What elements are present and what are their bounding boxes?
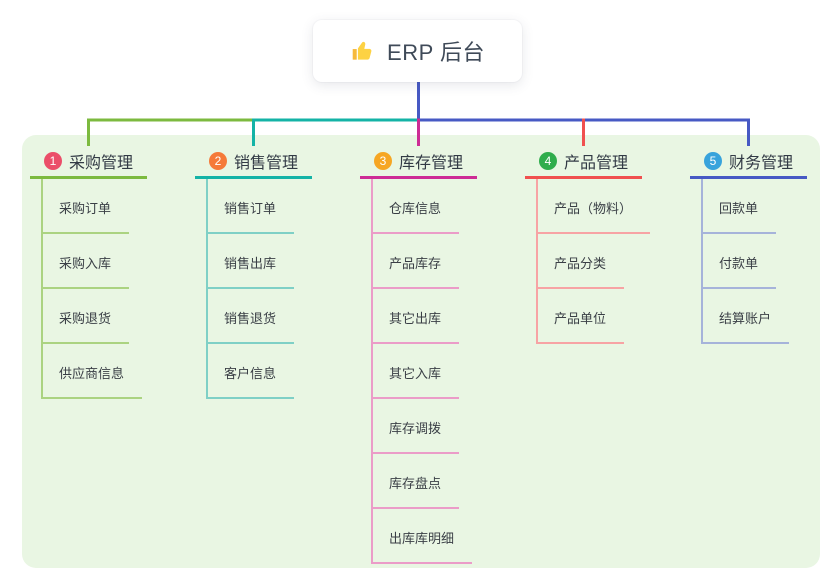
branch-children: 回款单付款单结算账户 (701, 179, 790, 344)
child-node[interactable]: 回款单 (703, 179, 789, 234)
child-node-label: 库存调拨 (373, 418, 460, 454)
child-node[interactable]: 库存调拨 (373, 399, 472, 454)
thumbs-up-icon (350, 38, 376, 64)
child-node[interactable]: 产品库存 (373, 234, 472, 289)
branch-column: 3 库存管理仓库信息产品库存其它出库其它入库库存调拨库存盘点出库库明细 (360, 148, 477, 564)
child-node-label: 采购订单 (43, 198, 130, 234)
child-node-label: 采购退货 (43, 308, 130, 344)
child-node[interactable]: 产品分类 (538, 234, 650, 289)
child-node-label: 销售退货 (208, 308, 295, 344)
child-node-label: 产品单位 (538, 308, 625, 344)
child-node-label: 仓库信息 (373, 198, 460, 234)
branch-number-badge: 4 (538, 152, 557, 170)
branch-title: 产品管理 (563, 155, 628, 172)
child-node[interactable]: 供应商信息 (43, 344, 143, 399)
child-node-label: 付款单 (703, 253, 777, 289)
child-node[interactable]: 仓库信息 (373, 179, 472, 234)
child-node[interactable]: 产品（物料） (538, 179, 651, 234)
child-node-label: 客户信息 (208, 363, 295, 399)
root-node-label: ERP 后台 (387, 40, 485, 65)
child-node-label: 出库库明细 (373, 528, 473, 564)
branch-number-badge: 1 (43, 152, 62, 170)
branch-number-badge: 3 (373, 152, 392, 170)
branch-column: 5 财务管理回款单付款单结算账户 (690, 148, 807, 344)
branch-number-badge: 5 (703, 152, 722, 170)
branch-column: 1 采购管理采购订单采购入库采购退货供应商信息 (30, 148, 147, 399)
child-node[interactable]: 产品单位 (538, 289, 650, 344)
branches-background-panel (22, 135, 820, 568)
branch-node[interactable]: 3 库存管理 (360, 148, 477, 179)
branch-column: 2 销售管理销售订单销售出库销售退货客户信息 (195, 148, 312, 399)
child-node[interactable]: 库存盘点 (373, 454, 472, 509)
child-node-label: 产品（物料） (538, 198, 651, 234)
branch-children: 仓库信息产品库存其它出库其它入库库存调拨库存盘点出库库明细 (371, 179, 473, 564)
branch-title: 库存管理 (398, 155, 463, 172)
child-node-label: 回款单 (703, 198, 777, 234)
child-node[interactable]: 采购订单 (43, 179, 142, 234)
child-node-label: 库存盘点 (373, 473, 460, 509)
branch-node[interactable]: 4 产品管理 (525, 148, 642, 179)
child-node-label: 销售出库 (208, 253, 295, 289)
branch-children: 采购订单采购入库采购退货供应商信息 (41, 179, 143, 399)
child-node-label: 产品分类 (538, 253, 625, 289)
branch-number-badge: 2 (208, 152, 227, 170)
child-node[interactable]: 采购退货 (43, 289, 142, 344)
child-node-label: 其它出库 (373, 308, 460, 344)
branch-children: 产品（物料） 产品分类产品单位 (536, 179, 651, 344)
child-node[interactable]: 结算账户 (703, 289, 790, 344)
branch-children: 销售订单销售出库销售退货客户信息 (206, 179, 295, 399)
child-node[interactable]: 销售订单 (208, 179, 295, 234)
child-node[interactable]: 销售出库 (208, 234, 295, 289)
child-node-label: 结算账户 (703, 308, 790, 344)
branch-node[interactable]: 1 采购管理 (30, 148, 147, 179)
root-node[interactable]: ERP 后台 (313, 20, 522, 82)
child-node-label: 其它入库 (373, 363, 460, 399)
child-node[interactable]: 付款单 (703, 234, 789, 289)
child-node[interactable]: 其它出库 (373, 289, 472, 344)
child-node[interactable]: 客户信息 (208, 344, 295, 399)
child-node-label: 销售订单 (208, 198, 295, 234)
child-node[interactable]: 出库库明细 (373, 509, 473, 564)
branch-title: 财务管理 (728, 155, 793, 172)
branch-node[interactable]: 5 财务管理 (690, 148, 807, 179)
child-node-label: 采购入库 (43, 253, 130, 289)
branch-node[interactable]: 2 销售管理 (195, 148, 312, 179)
child-node[interactable]: 采购入库 (43, 234, 142, 289)
child-node-label: 供应商信息 (43, 363, 143, 399)
branch-column: 4 产品管理产品（物料） 产品分类产品单位 (525, 148, 651, 344)
child-node[interactable]: 销售退货 (208, 289, 295, 344)
child-node[interactable]: 其它入库 (373, 344, 472, 399)
child-node-label: 产品库存 (373, 253, 460, 289)
branch-title: 销售管理 (233, 155, 298, 172)
branch-title: 采购管理 (68, 155, 133, 172)
